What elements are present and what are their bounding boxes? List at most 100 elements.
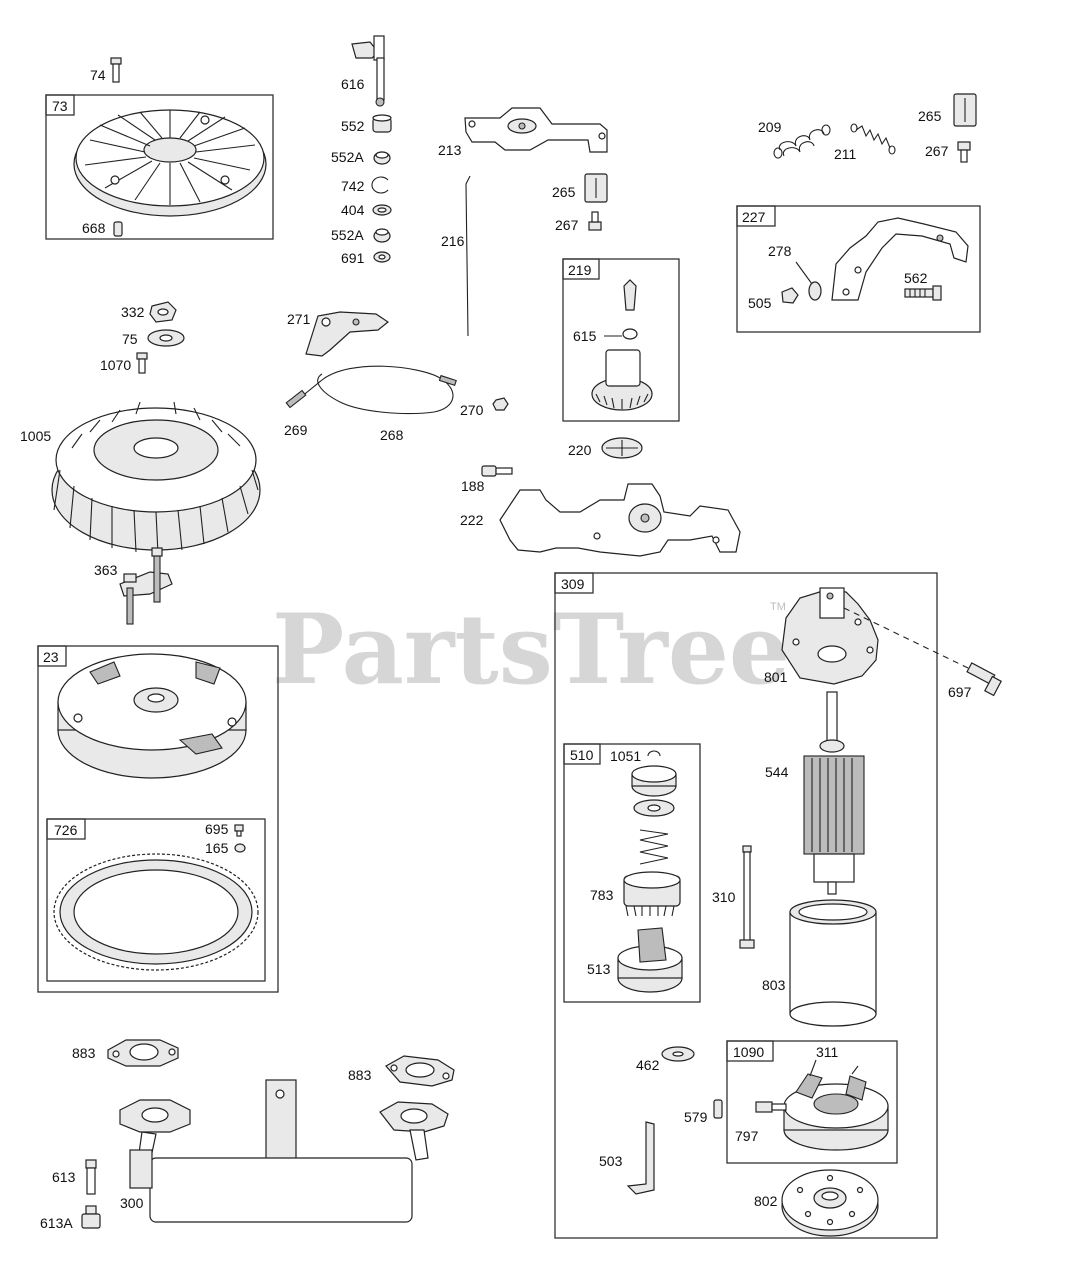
callout-270: 270 (460, 402, 484, 418)
callout-668: 668 (82, 220, 106, 236)
callout-742: 742 (341, 178, 365, 194)
box-73: 73 (45, 94, 274, 240)
clip-265-mid-drawing (584, 173, 608, 203)
cable-268-drawing (285, 365, 457, 415)
callout-267-right: 267 (925, 143, 949, 159)
callout-269: 269 (284, 422, 308, 438)
callout-222: 222 (460, 512, 484, 528)
box-309-label: 309 (561, 576, 585, 592)
callout-75: 75 (122, 331, 138, 347)
callout-802: 802 (754, 1193, 778, 1209)
screw-74-drawing (110, 57, 122, 83)
seal-691-drawing (373, 251, 391, 263)
drive-510-drawing (617, 750, 683, 993)
box-219: 219 (562, 258, 680, 422)
pin-668-drawing (113, 221, 123, 237)
callout-213: 213 (438, 142, 462, 158)
nut-165-drawing (234, 843, 246, 853)
watermark: PartsTree (272, 593, 790, 706)
washer-404-drawing (372, 204, 392, 216)
flywheel-23-drawing (57, 653, 247, 779)
e-clip-742-drawing (371, 176, 389, 194)
box-726-label: 726 (54, 822, 78, 838)
screw-562-drawing (904, 285, 942, 301)
callout-271: 271 (287, 311, 311, 327)
callout-616: 616 (341, 76, 365, 92)
spring-209-drawing (773, 124, 831, 159)
washer-220-drawing (601, 437, 643, 459)
callout-1070: 1070 (100, 357, 131, 373)
callout-265-mid: 265 (552, 184, 576, 200)
nut-332-drawing (149, 301, 177, 323)
watermark-tm: TM (770, 601, 786, 613)
callout-579: 579 (684, 1109, 708, 1125)
bracket-222-drawing (499, 483, 741, 557)
box-1090-label: 1090 (733, 1044, 764, 1060)
callout-332: 332 (121, 304, 145, 320)
box-726: 726 (46, 818, 266, 982)
callout-615: 615 (573, 328, 597, 344)
callout-513: 513 (587, 961, 611, 977)
callout-267-mid: 267 (555, 217, 579, 233)
callout-783: 783 (590, 887, 614, 903)
callout-462: 462 (636, 1057, 660, 1073)
callout-188: 188 (461, 478, 485, 494)
callout-74: 74 (90, 67, 106, 83)
callout-165: 165 (205, 840, 229, 856)
bolt-697-drawing (843, 607, 1002, 697)
callout-801: 801 (764, 669, 788, 685)
callout-1051: 1051 (610, 748, 641, 764)
callout-363: 363 (94, 562, 118, 578)
spring-211-drawing (850, 123, 896, 155)
ring-gear-726-drawing (53, 853, 259, 971)
bolt-188-drawing (481, 465, 513, 477)
callout-505: 505 (748, 295, 772, 311)
nut-505-drawing (781, 287, 799, 304)
callout-220: 220 (568, 442, 592, 458)
plate-802-drawing (781, 1169, 879, 1237)
armature-544-drawing (803, 691, 865, 895)
callout-216: 216 (441, 233, 465, 249)
box-309: 309 (554, 572, 938, 1239)
callout-278: 278 (768, 243, 792, 259)
callout-803: 803 (762, 977, 786, 993)
callout-883-right: 883 (348, 1067, 372, 1083)
box-73-label: 73 (52, 98, 68, 114)
box-23: 23 (37, 645, 279, 993)
callout-209: 209 (758, 119, 782, 135)
callout-883-left: 883 (72, 1045, 96, 1061)
screw-579-drawing (713, 1099, 723, 1119)
bushing-552-drawing (372, 114, 392, 133)
bolt-613-drawing (85, 1159, 97, 1195)
callout-544: 544 (765, 764, 789, 780)
callout-211: 211 (834, 146, 857, 162)
screw-267-right-drawing (957, 141, 971, 163)
box-1090: 1090 (726, 1040, 898, 1164)
washer-552a-2-drawing (373, 228, 391, 243)
bracket-801-drawing (781, 587, 879, 685)
blower-screen-drawing (73, 109, 267, 217)
callout-300: 300 (120, 1195, 144, 1211)
callout-695: 695 (205, 821, 229, 837)
box-219-label: 219 (568, 262, 592, 278)
callout-697: 697 (948, 684, 972, 700)
callout-552a-1: 552A (331, 149, 364, 165)
callout-552: 552 (341, 118, 365, 134)
screw-695-drawing (234, 824, 244, 837)
callout-552a-2: 552A (331, 227, 364, 243)
screw-1070-drawing (136, 352, 148, 374)
callout-311: 311 (816, 1044, 839, 1060)
link-rod-216-drawing (465, 175, 471, 337)
bracket-227-drawing (831, 217, 969, 301)
bolt-613a-drawing (81, 1205, 101, 1229)
lever-271-drawing (305, 311, 390, 357)
screw-267-mid-drawing (588, 211, 602, 231)
armature-363-drawing (119, 547, 173, 625)
washer-278-drawing (795, 261, 822, 301)
box-227: 227 (736, 205, 981, 333)
callout-562: 562 (904, 270, 928, 286)
terminal-797-drawing (755, 1101, 787, 1113)
strap-503-drawing (626, 1121, 655, 1195)
callout-797: 797 (735, 1128, 759, 1144)
callout-1005: 1005 (20, 428, 51, 444)
